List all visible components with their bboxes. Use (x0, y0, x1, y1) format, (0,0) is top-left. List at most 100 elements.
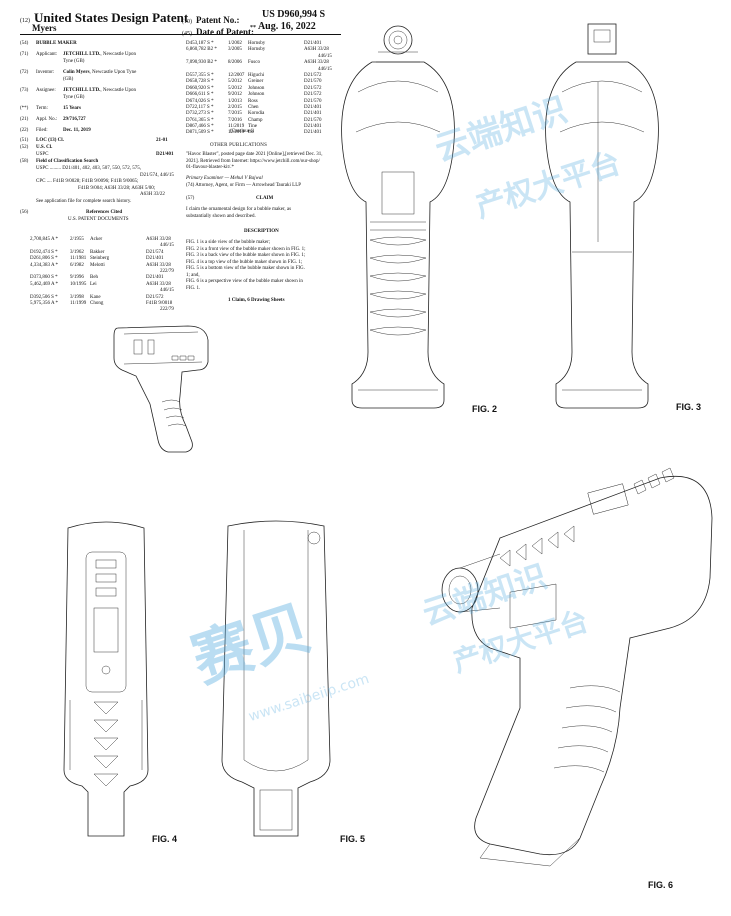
biblio-us-cl: (52)U.S. Cl. (20, 145, 53, 150)
reference-date: 12/2019 (228, 130, 245, 136)
description-line-7: FIG. 6 is a perspective view of the bubb… (186, 279, 303, 284)
reference-cls: F41B 9/0018 (146, 300, 173, 306)
biblio-field-search: (58)Field of Classification Search (20, 159, 99, 164)
reference-name: Ross (248, 98, 258, 104)
reference-num: D658,728 S * (186, 79, 214, 85)
cpc-classes-1: CPC .... F41B 9/0028; F41B 9/0096; F41B … (36, 179, 139, 184)
biblio-term: (**)Term:15 Years (20, 106, 82, 111)
description-line-6: 1; and, (186, 272, 200, 278)
refs-continued: (Continued) (230, 129, 255, 134)
reference-name: Beh (90, 275, 99, 281)
fig5-label: FIG. 5 (340, 834, 366, 844)
reference-num: D674,026 S * (186, 98, 214, 104)
reference-name: Greiner (248, 79, 264, 85)
reference-name: Johnson (248, 85, 265, 91)
reference-name: Melotti (90, 262, 105, 268)
reference-num: D722,117 S * (186, 104, 214, 110)
uspc-classes-1: USPC ......... D21/401, 402, 403, 507, 5… (36, 166, 142, 171)
reference-num: 2,700,845 A * (30, 237, 59, 242)
reference-cls: A63H 33/28 (304, 47, 329, 53)
reference-date: 9/2012 (228, 92, 242, 98)
cpc-classes-3: A63H 33/22 (140, 192, 165, 197)
reference-cls: A63H 33/28 (146, 281, 171, 287)
other-pubs-1: "Havoc Blaster", posted page date 2021 [… (186, 152, 323, 157)
refs-heading-row: (56)References Cited (20, 209, 123, 215)
reference-name: Chen (248, 104, 259, 110)
reference-date: 3/2005 (228, 47, 242, 53)
reference-cls: D21/572 (304, 72, 322, 78)
reference-name: Fusco (248, 60, 260, 66)
reference-date: 12/2007 (228, 72, 245, 78)
primary-examiner: Primary Examiner — Mehul V Bajwal (186, 176, 263, 181)
reference-cls: D21/401 (304, 41, 322, 46)
reference-name: Lo (248, 130, 254, 136)
reference-cls: D21/401 (304, 130, 322, 136)
biblio-title: (54)BUBBLE MAKER (20, 41, 77, 46)
search-history-note: See application file for complete search… (36, 198, 132, 204)
description-line-3: FIG. 3 is a back view of the bubble make… (186, 253, 306, 258)
biblio-inventor-2: (GB) (63, 77, 74, 82)
header-code: (12) (20, 18, 30, 24)
reference-num: D871,509 S * (186, 130, 214, 136)
biblio-assignee-2: Tyne (GB) (63, 95, 85, 100)
reference-cls: D21/401 (146, 275, 164, 281)
reference-date: 8/2006 (228, 60, 242, 66)
date-row: (45) Date of Patent: (182, 22, 254, 40)
reference-cls: A63H 33/28 (146, 262, 171, 268)
biblio-loc: (51)LOC (13) Cl.21-01 (20, 138, 168, 143)
reference-num: D867,466 S * (186, 124, 214, 130)
reference-cls: D21/574 (146, 249, 164, 255)
biblio-applicant-2: Tyne (GB) (63, 59, 85, 64)
reference-num: D453,187 S * (186, 41, 214, 46)
reference-date: 9/1996 (70, 275, 84, 281)
reference-name: Bakker (90, 249, 105, 255)
reference-date: 11/2019 (228, 124, 245, 130)
biblio-filed: (22)Filed:Dec. 11, 2019 (20, 128, 91, 133)
header-rule (20, 34, 341, 35)
reference-cls: D21/401 (304, 124, 322, 130)
patent-number-row: (10) Patent No.: (182, 10, 240, 28)
reference-date: 2/1955 (70, 237, 84, 242)
other-pubs-3: 01-flavour-blaster-kit/.* (186, 165, 234, 170)
reference-cls: D21/401 (146, 256, 164, 262)
reference-row-cont: 222/79 (160, 307, 174, 313)
reference-num: D761,365 S * (186, 117, 214, 123)
reference-name: Johnson (248, 92, 265, 98)
biblio-assignee: (73)Assignee:JETCHILL LTD., Newcastle Up… (20, 88, 137, 93)
reference-name: Korodia (248, 111, 265, 117)
reference-cls: D21/570 (304, 79, 322, 85)
reference-name: Chong (90, 300, 104, 306)
claims-sheets-count: 1 Claim, 6 Drawing Sheets (228, 298, 285, 303)
inventor-surname: Myers (32, 23, 57, 33)
reference-name: Steinberg (90, 256, 110, 262)
reference-date: 2/2015 (228, 104, 242, 110)
reference-row-cont: 222/79 (160, 268, 174, 274)
date-label: Date of Patent: (196, 27, 254, 37)
biblio-block: (54)BUBBLE MAKER (71)Applicant:JETCHILL … (20, 41, 174, 224)
refs-subheading: U.S. PATENT DOCUMENTS (68, 216, 129, 222)
fig6-label: FIG. 6 (648, 880, 674, 890)
reference-name: Acker (90, 237, 103, 242)
reference-name: Higuchi (248, 72, 265, 78)
reference-num: D192,474 S * (30, 249, 58, 255)
patent-header: (12) United States Design Patent (20, 9, 188, 27)
reference-date: 1/2013 (228, 98, 242, 104)
description-line-8: FIG. 1. (186, 285, 201, 291)
reference-cls: A63H 33/28 (304, 60, 329, 66)
